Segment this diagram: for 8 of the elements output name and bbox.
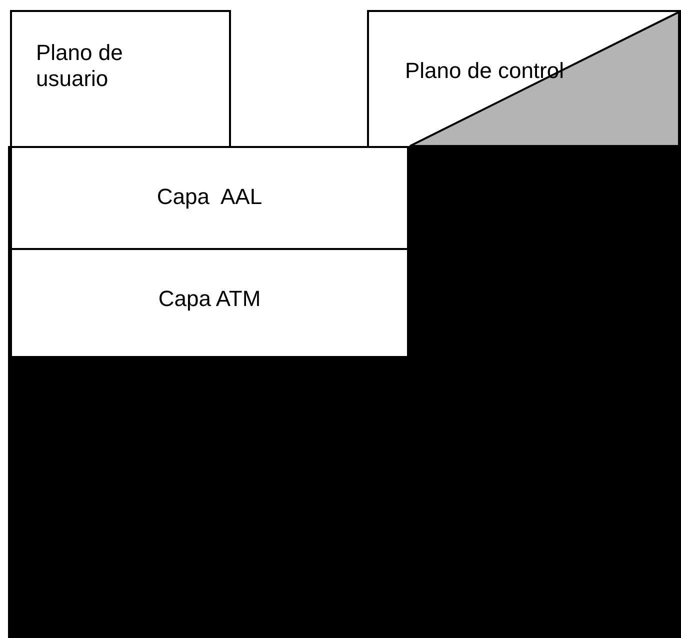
layer-box	[10, 10, 231, 148]
layer-box	[367, 10, 681, 148]
layer-label: Capa AAL	[156, 184, 264, 210]
layer-box	[10, 146, 409, 250]
layer-box	[10, 248, 409, 358]
layer-label: Plano de usuario	[36, 40, 124, 92]
layer-label: Plano de control	[405, 58, 565, 84]
layer-label: Capa ATM	[157, 286, 262, 312]
